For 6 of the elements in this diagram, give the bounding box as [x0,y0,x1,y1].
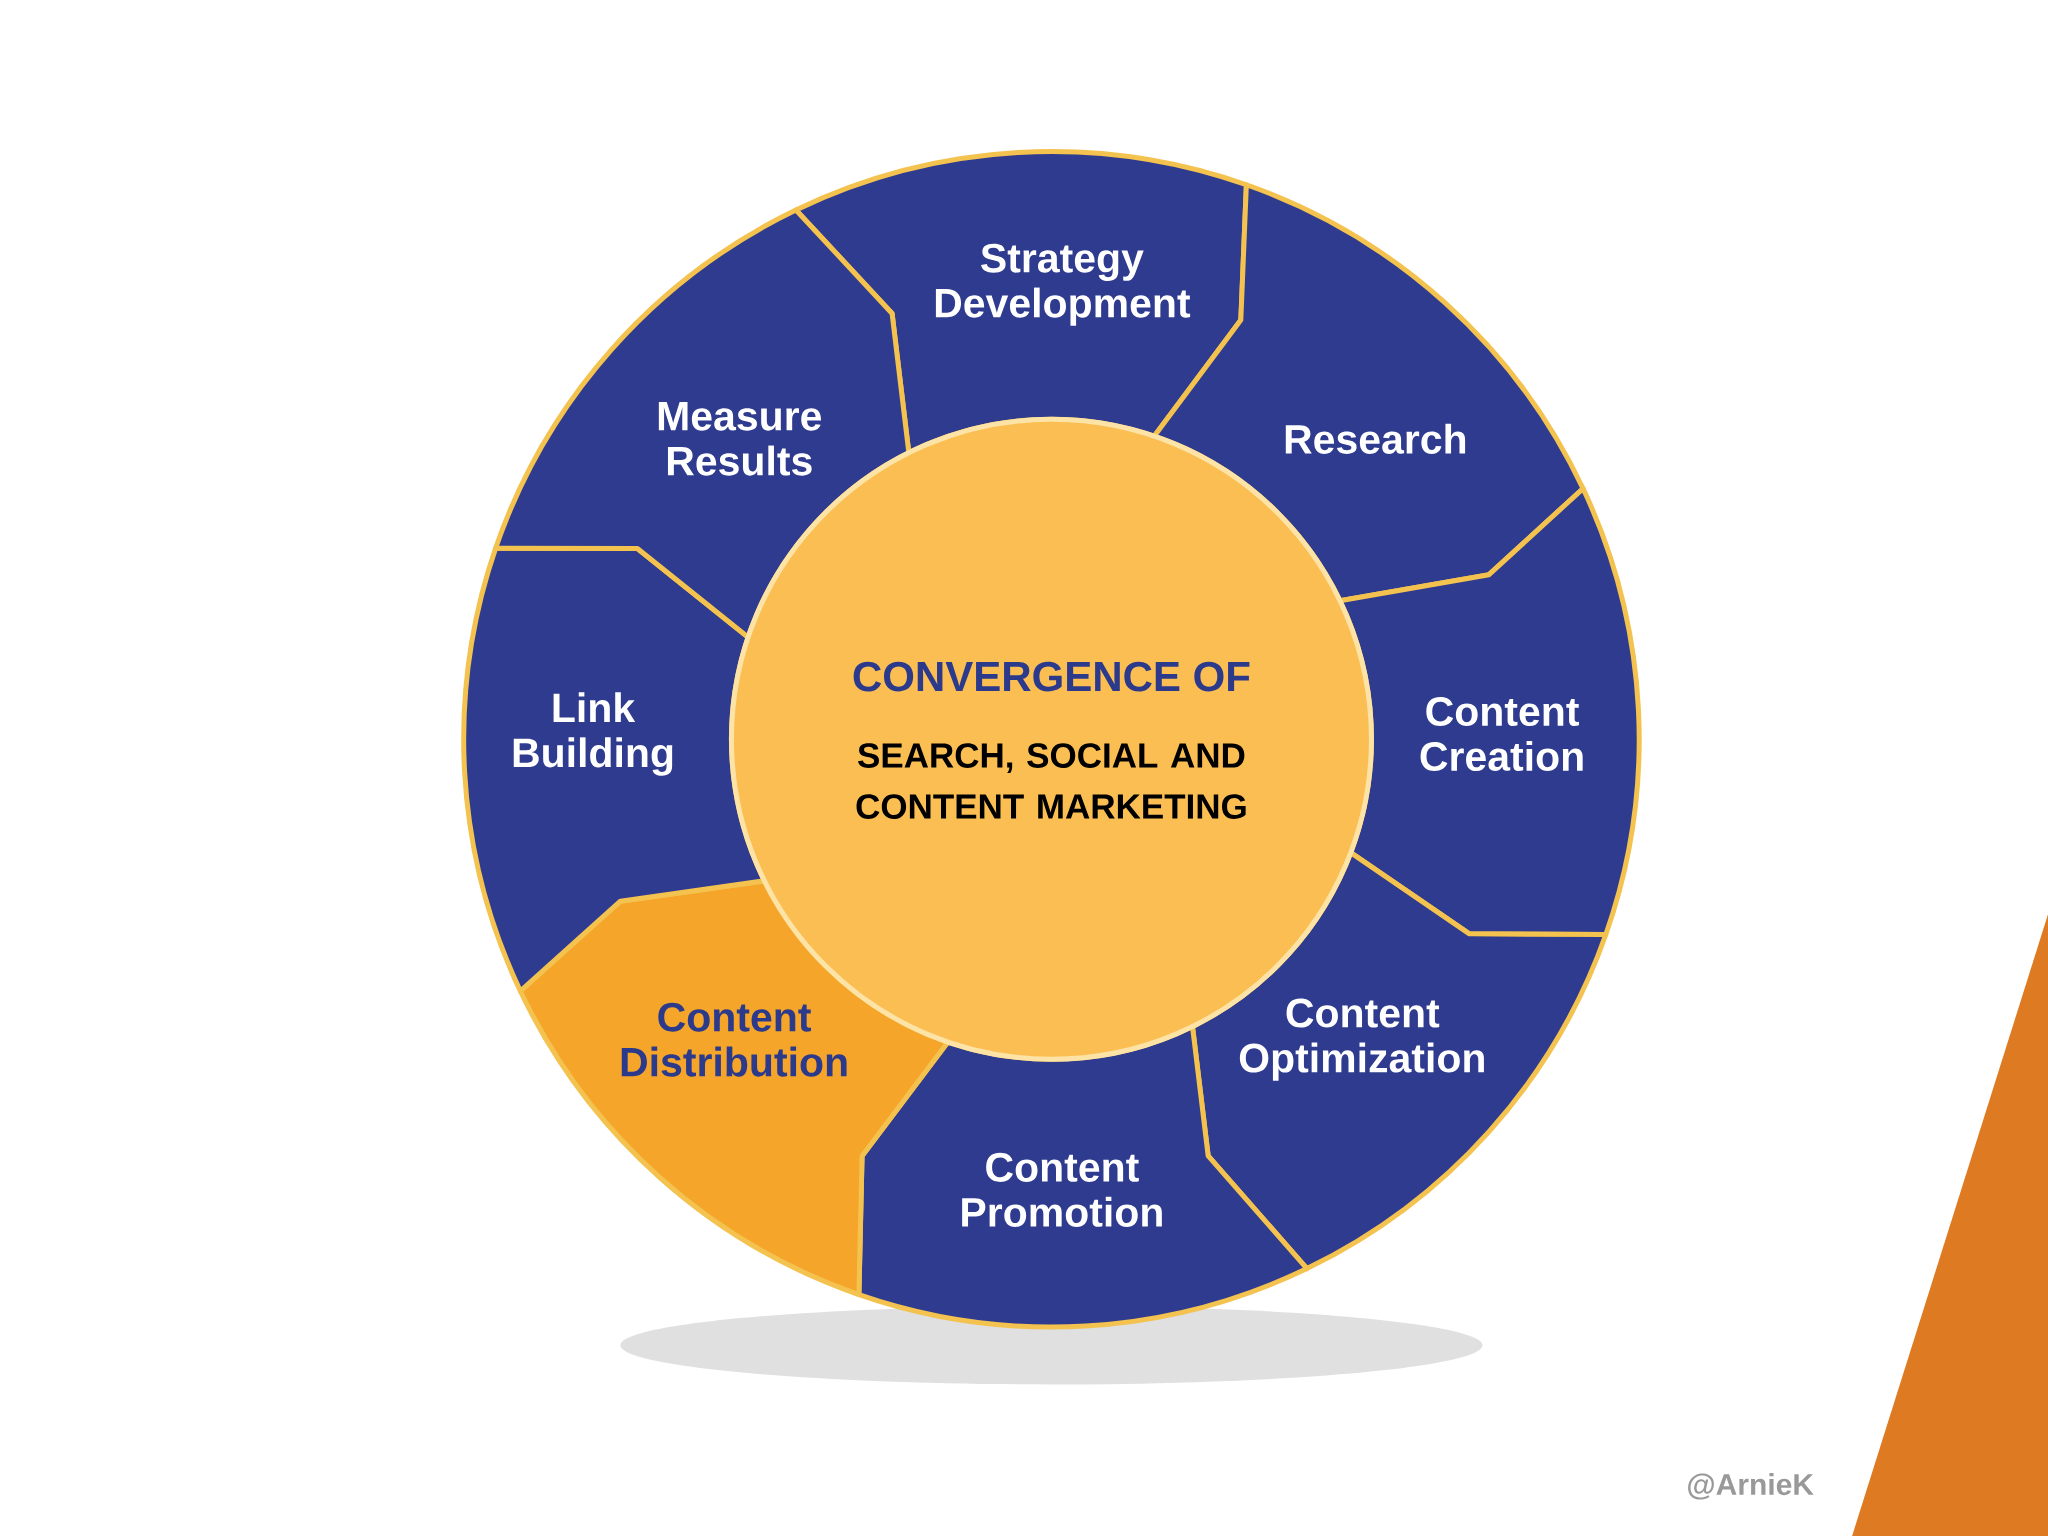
wheel-segment: Content Creation [1337,486,1642,937]
wheel-segment: Measure Results [493,207,912,640]
wheel-segment: Content Distribution [517,878,951,1298]
wheel-segment: Content Optimization [1190,850,1609,1272]
wheel-segment: Link Building [461,545,767,994]
handle-text: @ArnieK [1688,1473,1814,1500]
